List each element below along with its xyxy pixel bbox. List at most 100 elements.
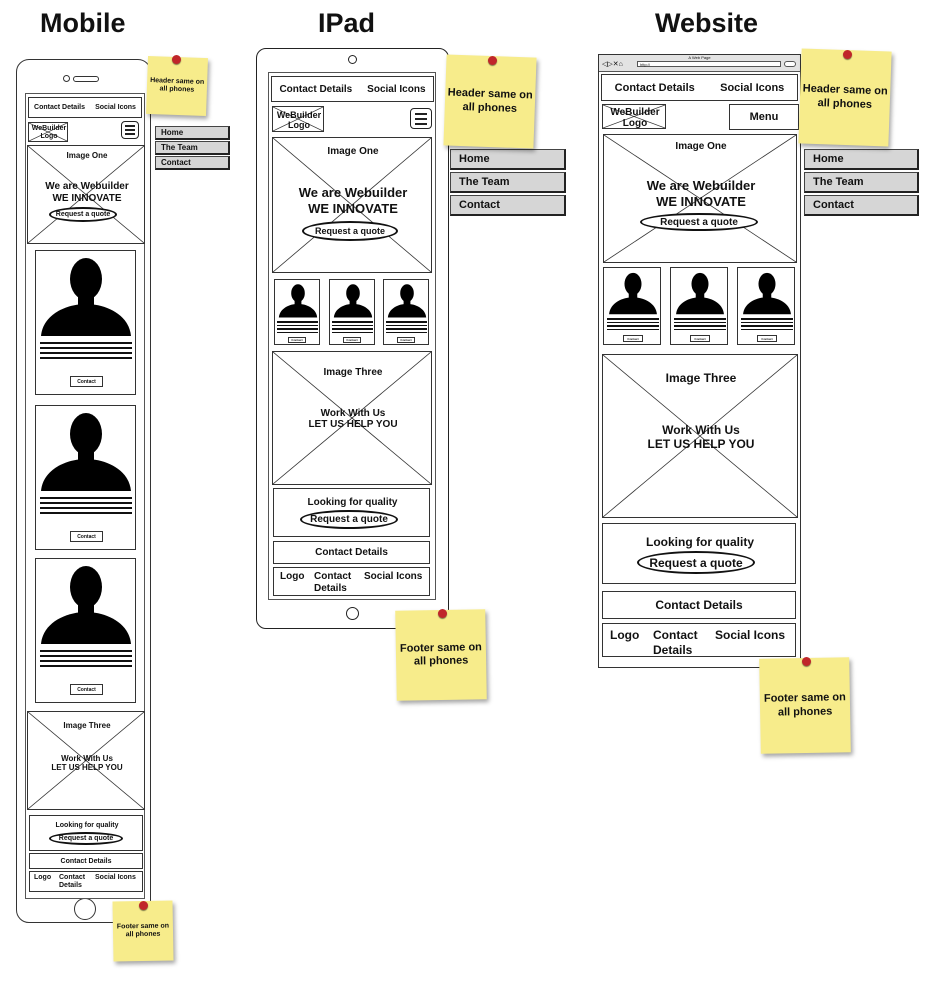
person-silhouette-icon <box>41 413 131 491</box>
tablet-screen <box>268 72 436 600</box>
mobile-hero-image: Image One We are Webuilder WE INNOVATE R… <box>27 145 145 244</box>
tablet-home-button[interactable] <box>346 607 359 620</box>
bio-text-lines <box>40 342 132 362</box>
work-line2: LET US HELP YOU <box>51 763 123 772</box>
hero-quote-button[interactable]: Request a quote <box>49 207 117 222</box>
ipad-nav-home[interactable]: Home <box>450 149 566 170</box>
person-silhouette-icon <box>676 272 724 315</box>
footer-social-icons[interactable]: Social Icons <box>715 628 786 642</box>
hero-line1: We are Webuilder <box>45 181 129 192</box>
website-header-bar: Contact Details Social Icons <box>601 74 798 101</box>
team-contact-button[interactable]: Contact <box>757 335 777 342</box>
hamburger-icon[interactable] <box>121 121 139 139</box>
footer-contact-line2[interactable]: Details <box>314 583 347 594</box>
bio-text-lines <box>277 321 318 335</box>
header-social-icons[interactable]: Social Icons <box>95 104 136 111</box>
footer-contact-line2[interactable]: Details <box>653 643 693 657</box>
footer-contact-line2[interactable]: Details <box>59 882 82 889</box>
footer-contact-line1[interactable]: Contact <box>653 628 698 642</box>
hero-image-label: Image One <box>66 151 108 160</box>
team-contact-button[interactable]: Contact <box>70 376 103 387</box>
mobile-nav-home[interactable]: Home <box>155 126 230 140</box>
work-line1: Work With Us <box>662 423 740 437</box>
team-contact-button[interactable]: Contact <box>288 337 306 343</box>
team-contact-button[interactable]: Contact <box>623 335 643 342</box>
bio-text-lines <box>332 321 373 335</box>
logo-label: WeBuilder Logo <box>610 106 660 129</box>
pin-icon <box>172 55 181 64</box>
header-social-icons[interactable]: Social Icons <box>720 81 785 94</box>
footer-logo[interactable]: Logo <box>610 628 640 642</box>
mobile-quality-box: Looking for quality Request a quote <box>29 815 143 851</box>
hero-image-label: Image One <box>675 141 727 152</box>
quality-text: Looking for quality <box>55 822 119 829</box>
team-contact-button[interactable]: Contact <box>397 337 415 343</box>
mobile-title: Mobile <box>40 8 126 38</box>
phone-frame <box>16 59 151 923</box>
logo-label: WeBuilder Logo <box>31 125 67 140</box>
quality-quote-button[interactable]: Request a quote <box>300 510 398 529</box>
hero-line1: We are Webuilder <box>298 185 408 200</box>
address-bar[interactable]: http:// <box>637 61 781 67</box>
website-hero-image: Image One We are Webuilder WE INNOVATE R… <box>603 134 797 263</box>
person-silhouette-icon <box>41 258 131 336</box>
search-field[interactable] <box>784 61 796 67</box>
footer-logo[interactable]: Logo <box>280 571 305 582</box>
hero-quote-button[interactable]: Request a quote <box>302 221 398 241</box>
website-nav-team[interactable]: The Team <box>804 172 919 193</box>
phone-camera <box>63 75 70 82</box>
ipad-title: IPad <box>318 8 376 38</box>
mobile-team-card: Contact <box>35 558 136 703</box>
website-title: Website <box>655 8 759 38</box>
mobile-image-three: Image Three Work With Us LET US HELP YOU <box>27 711 145 810</box>
team-contact-button[interactable]: Contact <box>70 684 103 695</box>
person-silhouette-icon <box>278 284 318 318</box>
hamburger-icon[interactable] <box>410 108 432 129</box>
work-line1: Work With Us <box>320 408 386 419</box>
footer-contact-line1[interactable]: Contact <box>59 874 86 881</box>
ipad-nav-team[interactable]: The Team <box>450 172 566 193</box>
ipad-team-card: Contact <box>329 279 375 345</box>
footer-contact-bar[interactable]: Contact Details <box>273 541 430 564</box>
ipad-logo[interactable]: WeBuilder Logo <box>272 106 324 132</box>
hero-line2: WE INNOVATE <box>656 194 746 209</box>
footer-contact-bar[interactable]: Contact Details <box>602 591 796 619</box>
mobile-logo[interactable]: WeBuilder Logo <box>28 122 68 142</box>
hero-quote-button[interactable]: Request a quote <box>640 213 758 231</box>
team-contact-button[interactable]: Contact <box>343 337 361 343</box>
mobile-nav-team[interactable]: The Team <box>155 141 230 155</box>
footer-contact-bar[interactable]: Contact Details <box>29 853 143 869</box>
phone-home-button[interactable] <box>74 898 96 920</box>
header-social-icons[interactable]: Social Icons <box>367 83 426 95</box>
quality-text: Looking for quality <box>307 497 398 508</box>
footer-social-icons[interactable]: Social Icons <box>95 874 136 881</box>
nav-arrows-icon[interactable]: ◁▷✕⌂ <box>602 61 623 68</box>
footer-contact-line1[interactable]: Contact <box>314 571 352 582</box>
hero-line1: We are Webuilder <box>646 178 756 193</box>
work-line2: LET US HELP YOU <box>647 437 755 451</box>
hero-image-label: Image One <box>327 146 379 157</box>
header-contact-details[interactable]: Contact Details <box>614 81 695 94</box>
mobile-team-card: Contact <box>35 405 136 550</box>
quality-quote-button[interactable]: Request a quote <box>49 832 123 845</box>
website-nav-contact[interactable]: Contact <box>804 195 919 216</box>
quality-quote-button[interactable]: Request a quote <box>637 551 755 574</box>
team-contact-button[interactable]: Contact <box>70 531 103 542</box>
work-line1: Work With Us <box>61 754 113 763</box>
footer-logo[interactable]: Logo <box>34 874 52 881</box>
website-logo[interactable]: WeBuilder Logo <box>602 104 666 129</box>
image-three-label: Image Three <box>63 721 111 730</box>
menu-button[interactable]: Menu <box>729 104 799 130</box>
header-contact-details[interactable]: Contact Details <box>34 104 85 111</box>
website-nav-home[interactable]: Home <box>804 149 919 170</box>
website-team-card: Contact <box>670 267 728 345</box>
footer-social-icons[interactable]: Social Icons <box>364 571 423 582</box>
mobile-nav-contact[interactable]: Contact <box>155 156 230 170</box>
ipad-footer: Logo Contact Details Social Icons <box>273 567 430 596</box>
note-footer-ipad: Footer same on all phones <box>395 609 487 701</box>
ipad-quality-box: Looking for quality Request a quote <box>273 488 430 537</box>
team-contact-button[interactable]: Contact <box>690 335 710 342</box>
header-contact-details[interactable]: Contact Details <box>279 83 353 95</box>
website-team-card: Contact <box>603 267 661 345</box>
ipad-nav-contact[interactable]: Contact <box>450 195 566 216</box>
